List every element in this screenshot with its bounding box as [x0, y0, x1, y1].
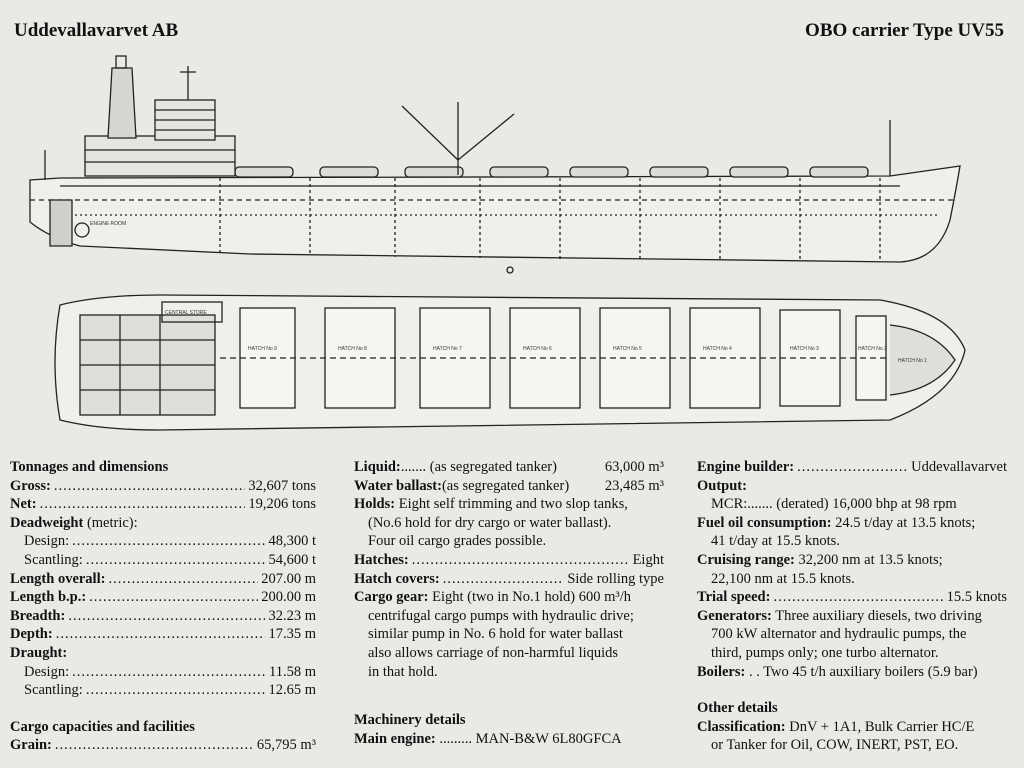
section-title: Machinery details — [354, 712, 466, 729]
spec-row: Gross:32,607 tons — [10, 477, 316, 496]
machinery-column: Engine builder:Uddevallavarvet Output: M… — [697, 458, 1007, 755]
spec-row: Classification: DnV + 1A1, Bulk Carrier … — [697, 718, 975, 735]
label-hatch-5: HATCH No 5 — [613, 346, 642, 352]
spec-text: also allows carriage of non-harmful liqu… — [368, 644, 619, 661]
label-hatch-1: HATCH No 1 — [898, 358, 927, 364]
spec-row: Hatches:Eight — [354, 551, 664, 570]
spec-row: Engine builder:Uddevallavarvet — [697, 458, 1007, 477]
ship-type-title: OBO carrier Type UV55 — [805, 20, 1004, 41]
tonnage-column: Tonnages and dimensions Gross:32,607 ton… — [10, 458, 316, 755]
spec-row: Depth:17.35 m — [10, 625, 316, 644]
ship-plan — [54, 294, 966, 431]
spec-text: 41 t/day at 15.5 knots. — [711, 533, 840, 550]
spec-row: Cargo gear: Eight (two in No.1 hold) 600… — [354, 589, 631, 606]
spec-row: Deadweight (metric): — [10, 514, 138, 531]
label-hatch-3: HATCH No 3 — [790, 346, 819, 352]
spec-text: similar pump in No. 6 hold for water bal… — [368, 626, 623, 643]
section-title: Tonnages and dimensions — [10, 459, 169, 475]
cargo-column: Liquid: ....... (as segregated tanker)63… — [354, 458, 664, 748]
spec-text: 22,100 nm at 15.5 knots. — [711, 570, 855, 587]
spec-row: Holds: Eight self trimming and two slop … — [354, 496, 628, 513]
spec-row: Generators: Three auxiliary diesels, two… — [697, 607, 982, 624]
label-hatch-2: HATCH No 2 — [858, 346, 887, 352]
spec-row: Hatch covers:Side rolling type — [354, 570, 664, 589]
spec-text: 700 kW alternator and hydraulic pumps, t… — [711, 626, 967, 643]
spec-row: Draught: — [10, 644, 68, 661]
spec-row: Liquid: ....... (as segregated tanker)63… — [354, 459, 664, 475]
spec-text: or Tanker for Oil, COW, INERT, PST, EO. — [711, 737, 959, 754]
spec-text: in that hold. — [368, 663, 438, 680]
spec-row: Design:48,300 t — [10, 532, 316, 551]
spec-row: Water ballast: (as segregated tanker)23,… — [354, 477, 664, 494]
spec-row: Scantling:54,600 t — [10, 551, 316, 570]
label-hatch-6: HATCH No 6 — [523, 346, 552, 352]
spec-row: Trial speed:15.5 knots — [697, 588, 1007, 607]
builder-title: Uddevallavarvet AB — [14, 20, 179, 41]
spec-row: Boilers: . . Two 45 t/h auxiliary boiler… — [697, 663, 978, 680]
label-hatch-7: HATCH No 7 — [433, 346, 462, 352]
spec-row: Net:19,206 tons — [10, 495, 316, 514]
spec-text: Four oil cargo grades possible. — [368, 533, 547, 550]
spec-row: Scantling:12.65 m — [10, 681, 316, 700]
spec-row: Grain:65,795 m³ — [10, 736, 316, 755]
section-title: Cargo capacities and facilities — [10, 718, 195, 735]
section-title: Other details — [697, 700, 778, 717]
spec-text: centrifugal cargo pumps with hydraulic d… — [368, 607, 634, 624]
spec-row: Output: — [697, 477, 747, 494]
ship-drawing: ENGINE ROOM CENTRAL STORE HATCH No 9 HAT… — [29, 55, 966, 431]
ship-profile — [29, 55, 961, 274]
spec-row: Fuel oil consumption: 24.5 t/day at 13.5… — [697, 514, 976, 531]
spec-row: Design:11.58 m — [10, 663, 316, 682]
spec-text: (No.6 hold for dry cargo or water ballas… — [368, 514, 612, 531]
label-engine-room: ENGINE ROOM — [90, 221, 126, 227]
spec-row: Cruising range: 32,200 nm at 13.5 knots; — [697, 551, 943, 568]
spec-row: Length overall:207.00 m — [10, 570, 316, 589]
label-hatch-9: HATCH No 9 — [248, 346, 277, 352]
label-central-store: CENTRAL STORE — [165, 310, 207, 316]
spec-row: Length b.p.:200.00 m — [10, 588, 316, 607]
spec-row: Breadth:32.23 m — [10, 607, 316, 626]
spec-row: MCR: ....... (derated) 16,000 bhp at 98 … — [711, 496, 957, 513]
spec-text: third, pumps only; one turbo alternator. — [711, 644, 939, 661]
label-hatch-4: HATCH No 4 — [703, 346, 732, 352]
spec-row: Main engine: ......... MAN-B&W 6L80GFCA — [354, 730, 622, 747]
label-hatch-8: HATCH No 8 — [338, 346, 367, 352]
